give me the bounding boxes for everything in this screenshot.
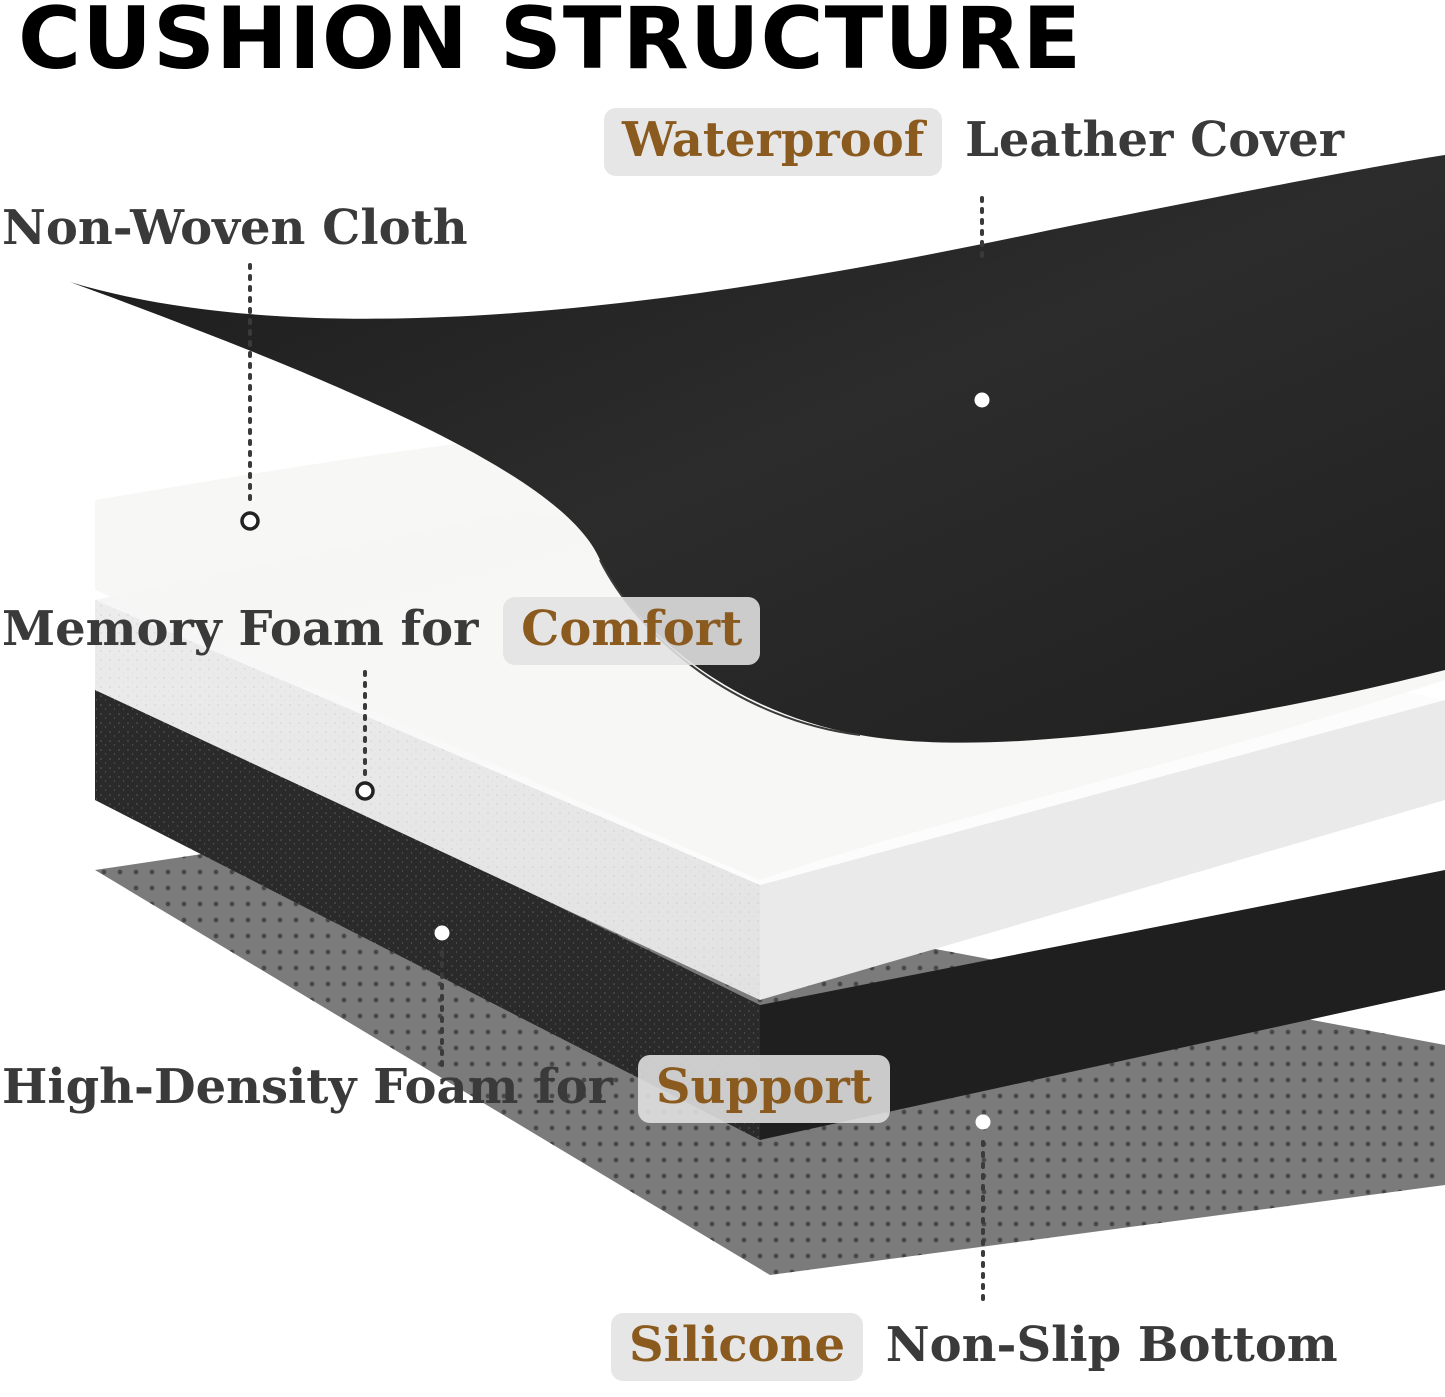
high-density-foam-text: High-Density Foam for xyxy=(2,1059,614,1115)
memory-foam-label: Memory Foam for Comfort xyxy=(2,597,761,665)
waterproof-cover-label: Waterproof Leather Cover xyxy=(604,108,1344,176)
high-density-foam-label: High-Density Foam for Support xyxy=(2,1055,890,1123)
leader-line-silicone-bottom xyxy=(975,1114,991,1302)
leather-cover-layer xyxy=(70,155,1445,743)
leader-line-high-density-foam xyxy=(434,925,450,1067)
non-slip-bottom-text: Non-Slip Bottom xyxy=(885,1317,1338,1373)
non-woven-cloth-label: Non-Woven Cloth xyxy=(2,200,468,256)
silicone-highlight: Silicone xyxy=(611,1313,864,1381)
support-highlight: Support xyxy=(637,1055,890,1123)
leader-line-waterproof-cover xyxy=(974,196,990,408)
leader-line-memory-foam xyxy=(355,670,375,801)
silicone-bottom-label: Silicone Non-Slip Bottom xyxy=(611,1313,1338,1381)
page-title: CUSHION STRUCTURE xyxy=(18,0,1083,89)
leader-line-non-woven-cloth xyxy=(240,263,260,531)
leather-cover-text: Leather Cover xyxy=(965,112,1345,168)
memory-foam-text: Memory Foam for xyxy=(2,601,479,657)
comfort-highlight: Comfort xyxy=(503,597,761,665)
high-density-foam-layer xyxy=(95,680,1445,1140)
waterproof-highlight: Waterproof xyxy=(604,108,943,176)
